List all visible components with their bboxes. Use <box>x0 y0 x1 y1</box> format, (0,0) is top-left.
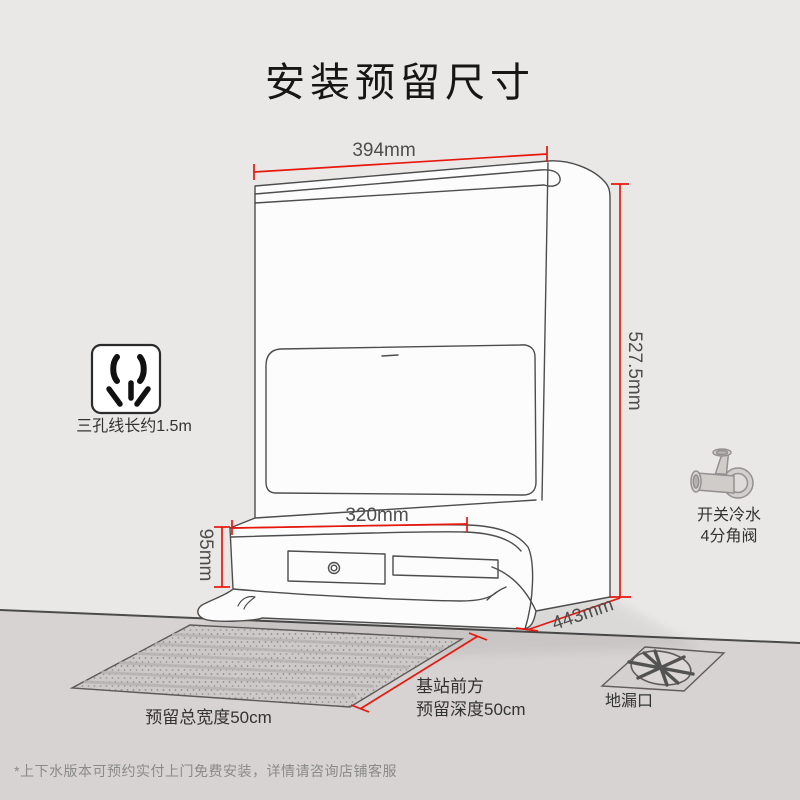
dim-label-platform-width: 320mm <box>345 505 409 526</box>
page-title: 安装预留尺寸 <box>265 61 535 105</box>
dim-line-mat-depth <box>350 632 488 713</box>
mat-width-label: 预留总宽度50cm <box>145 708 272 727</box>
floor-drain-icon <box>600 646 726 692</box>
dim-line-platform-width <box>231 517 468 535</box>
drain-label: 地漏口 <box>605 693 654 710</box>
valve-label: 开关冷水 4分角阀 <box>666 505 792 547</box>
dim-label-top-width: 394mm <box>352 140 416 161</box>
front-clearance-label: 基站前方 预留深度50cm <box>416 675 526 721</box>
dim-label-height: 527.5mm <box>624 331 645 411</box>
dim-line-depth <box>515 597 621 632</box>
dim-label-platform-height: 95mm <box>195 528 216 582</box>
front-clearance-line2: 预留深度50cm <box>416 700 526 719</box>
power-socket-icon <box>90 343 162 415</box>
dimension-lines <box>214 146 631 713</box>
angle-valve-icon <box>690 448 754 499</box>
base-station-drawing <box>197 160 611 630</box>
dim-line-height <box>609 183 631 598</box>
clearance-mat <box>69 624 465 708</box>
valve-label-line2: 4分角阀 <box>700 528 758 545</box>
valve-label-line1: 开关冷水 <box>696 507 761 524</box>
footnote: *上下水版本可预约实付上门免费安装，详情请咨询店铺客服 <box>14 763 397 779</box>
dim-line-platform-height <box>214 526 230 588</box>
socket-label: 三孔线长约1.5m <box>76 418 192 435</box>
dim-line-top-width <box>253 146 548 180</box>
front-clearance-line1: 基站前方 <box>416 677 484 696</box>
